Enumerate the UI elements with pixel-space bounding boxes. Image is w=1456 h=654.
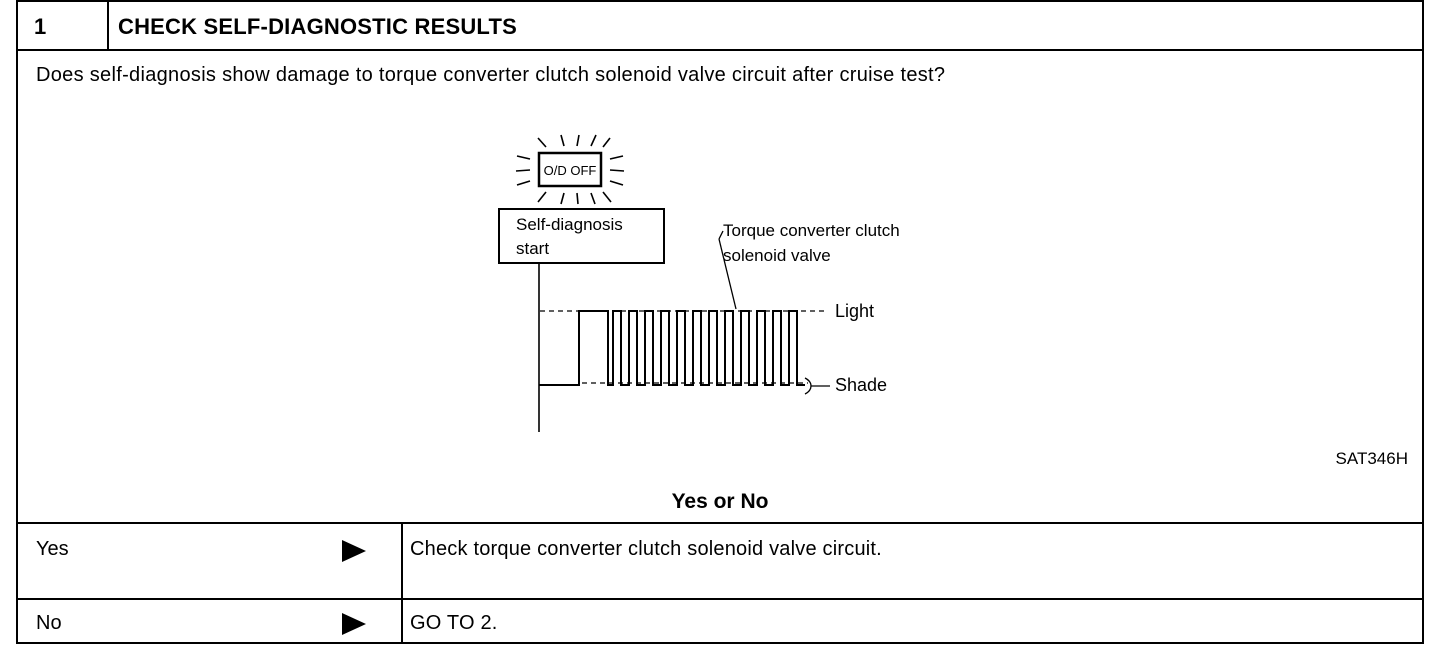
arrow-right-icon — [342, 613, 366, 635]
step-header: 1 CHECK SELF-DIAGNOSTIC RESULTS — [18, 2, 1422, 51]
arrow-right-icon — [342, 540, 366, 562]
signal-leader-line — [718, 238, 737, 310]
self-diagnosis-waveform-figure: O/D OFF Self-diagnosis start Torque conv… — [498, 134, 900, 432]
answer-yes-action: Check torque converter clutch solenoid v… — [410, 538, 882, 560]
yes-or-no-prompt: Yes or No — [671, 490, 769, 513]
step-number: 1 — [34, 14, 47, 39]
answer-no-action: GO TO 2. — [410, 612, 498, 634]
od-off-indicator-lamp: O/D OFF — [515, 134, 625, 205]
diagnostic-question: Does self-diagnosis show damage to torqu… — [36, 64, 946, 86]
step-title: CHECK SELF-DIAGNOSTIC RESULTS — [118, 14, 517, 39]
answer-no-label: No — [36, 612, 62, 634]
signal-label-line2: solenoid valve — [723, 246, 831, 265]
start-label-line1: Self-diagnosis — [516, 215, 623, 234]
header-divider — [107, 2, 109, 49]
answers-column-divider — [401, 523, 403, 644]
shade-level-label: Shade — [835, 375, 887, 395]
diagnostic-step-table: 1 CHECK SELF-DIAGNOSTIC RESULTS Does sel… — [16, 0, 1424, 644]
signal-label-line1: Torque converter clutch — [723, 221, 900, 240]
self-diagnosis-start-box: Self-diagnosis start — [498, 208, 665, 264]
shade-brace — [804, 377, 830, 395]
answer-yes-label: Yes — [36, 538, 69, 560]
answers-row-divider — [18, 598, 1422, 600]
figure-code: SAT346H — [1335, 449, 1408, 468]
start-label-line2: start — [516, 239, 549, 258]
solenoid-valve-waveform — [539, 310, 805, 386]
answers-top-divider — [18, 522, 1422, 524]
light-level-label: Light — [835, 301, 874, 321]
od-off-label: O/D OFF — [544, 163, 597, 178]
